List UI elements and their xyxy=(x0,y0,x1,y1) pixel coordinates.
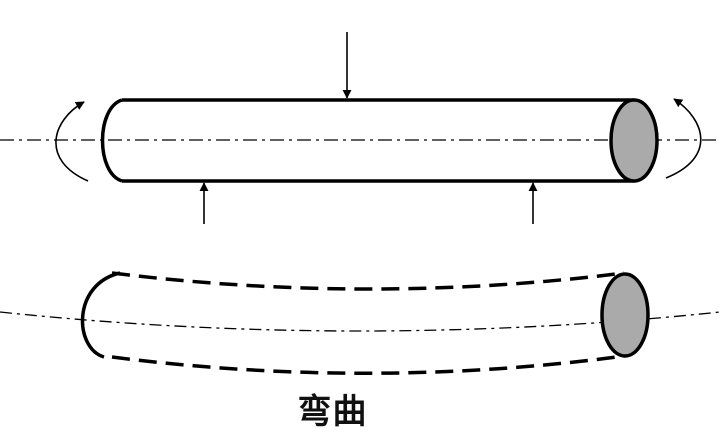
bent-rod-right-end-face xyxy=(600,272,650,358)
bent-rod-top-edge xyxy=(111,271,625,291)
bent-rod xyxy=(0,271,720,375)
rod-left-end xyxy=(100,98,123,183)
right-moment-arrow xyxy=(665,98,702,179)
bent-rod-bottom-edge xyxy=(111,354,625,375)
rod-right-end-face xyxy=(609,98,659,183)
bent-rod-left-end xyxy=(80,271,121,359)
caption: 弯曲 xyxy=(297,392,368,432)
left-moment-arrow xyxy=(55,101,89,182)
straight-rod xyxy=(0,32,720,224)
